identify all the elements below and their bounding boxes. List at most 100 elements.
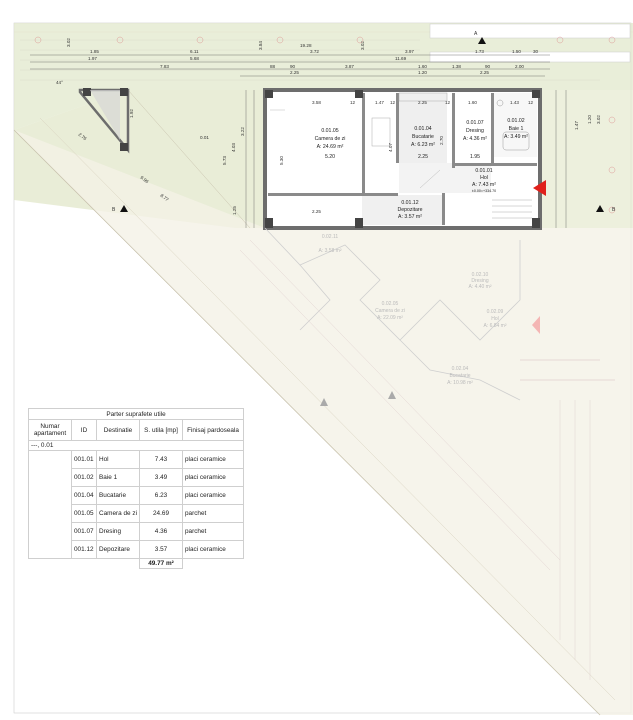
section-a-label: A bbox=[474, 31, 478, 37]
cell-finish: placi ceramice bbox=[182, 540, 244, 559]
ghost-name-3: Camera de zi bbox=[375, 308, 405, 314]
grid-markers bbox=[34, 36, 616, 214]
dim-138: 1.38 bbox=[452, 64, 461, 69]
section-b-left-icon bbox=[120, 205, 128, 212]
surface-table: Parter suprafete utile Numar apartament … bbox=[28, 408, 244, 569]
ghost-area-5: A: 10.98 m² bbox=[447, 380, 473, 386]
ghost-floor bbox=[264, 227, 615, 401]
wall-hol-top bbox=[452, 163, 537, 166]
ghost-id-4: 0.02.09 bbox=[487, 309, 504, 315]
cell-area: 24.69 bbox=[139, 504, 183, 523]
cell-id: 001.12 bbox=[71, 540, 97, 559]
room-name-kitchen: Bucatarie bbox=[412, 134, 434, 140]
section-b-left-label: B bbox=[112, 207, 116, 213]
dim-387: 3.87 bbox=[345, 64, 354, 69]
room-area-depo: A: 3.57 m² bbox=[398, 214, 422, 220]
room-labels: 0.01.05 Camera de zi A: 24.69 m² 5.20 0.… bbox=[315, 118, 529, 220]
dim-302b: 3.02 bbox=[360, 41, 365, 50]
column-1 bbox=[265, 90, 273, 98]
header-finish: Finisaj pardoseala bbox=[182, 419, 244, 441]
ghost-room-labels: 0.02.11 A: 3.58 m² 0.02.10 Dresing A: 4.… bbox=[318, 234, 506, 386]
dim-877: 8.77 bbox=[159, 193, 169, 203]
dim-1169: 11.69 bbox=[395, 56, 407, 61]
cell-finish: parchet bbox=[182, 504, 244, 523]
area-table: Parter suprafete utile Numar apartament … bbox=[28, 408, 244, 569]
wall-dresing-baie bbox=[491, 93, 494, 163]
section-a-icon bbox=[478, 37, 486, 44]
dim-88: 88 bbox=[270, 64, 276, 69]
ghost-dimension-lines bbox=[239, 239, 591, 680]
ghost-name-4: Hol bbox=[491, 316, 499, 322]
dim-384: 3.84 bbox=[258, 41, 263, 50]
room-area-living: A: 24.69 m² bbox=[317, 144, 344, 150]
column-6 bbox=[532, 218, 540, 228]
header-area: S. utila [mp] bbox=[139, 419, 183, 441]
floor-living bbox=[268, 93, 362, 193]
cell-area: 6.23 bbox=[139, 486, 183, 505]
ghost-area-3: A: 22.09 m² bbox=[377, 315, 403, 321]
cell-dest: Depozitare bbox=[96, 540, 140, 559]
table-row: 001.12 Depozitare 3.57 placi ceramice bbox=[29, 540, 244, 559]
top-box-1 bbox=[429, 23, 631, 39]
column-4 bbox=[265, 218, 273, 228]
table-row: 001.01 Hol 7.43 placi ceramice bbox=[28, 450, 244, 559]
cell-finish: placi ceramice bbox=[182, 450, 244, 469]
dim-12a: 12 bbox=[350, 100, 356, 105]
door-swing-1 bbox=[419, 169, 441, 189]
floor-depozitare bbox=[362, 195, 442, 225]
apartment-label: ---, 0.01 bbox=[28, 440, 244, 451]
table-title: Parter suprafete utile bbox=[28, 408, 244, 420]
left-column-2 bbox=[120, 88, 128, 96]
dim-173: 1.73 bbox=[475, 49, 484, 54]
cell-finish: placi ceramice bbox=[182, 468, 244, 487]
cell-area: 3.57 bbox=[139, 540, 183, 559]
dim-568: 5.68 bbox=[190, 56, 199, 61]
cell-finish: parchet bbox=[182, 522, 244, 541]
room-id-baie: 0.01.02 bbox=[507, 118, 524, 124]
room-width-living: 5.20 bbox=[325, 154, 335, 160]
dim-160i: 1.60 bbox=[468, 100, 477, 105]
dim-1928: 19.28 bbox=[300, 43, 312, 48]
room-name-dresing: Dresing bbox=[466, 128, 484, 134]
room-name-hol: Hol bbox=[480, 175, 488, 181]
dimension-lines bbox=[30, 54, 567, 228]
floor-hol bbox=[399, 163, 491, 193]
section-b-right-icon bbox=[596, 205, 604, 212]
floor-baie bbox=[494, 93, 537, 157]
floor-dresing bbox=[456, 93, 491, 163]
header-apartment: Numar apartament bbox=[28, 419, 72, 441]
room-width-kitchen: 2.25 bbox=[418, 154, 428, 160]
apartment-cell bbox=[28, 450, 72, 559]
terrace-hatch bbox=[20, 39, 600, 81]
ghost-name-2: Dresing bbox=[471, 278, 488, 284]
entrance-arrow-icon bbox=[533, 180, 546, 196]
room-id-dresing: 0.01.07 bbox=[466, 120, 483, 126]
cell-area: 4.36 bbox=[139, 522, 183, 541]
wall-kitchen-left bbox=[396, 93, 399, 163]
table-row: 001.02 Baie 1 3.49 placi ceramice bbox=[29, 468, 244, 487]
ghost-area-2: A: 4.40 m² bbox=[468, 284, 491, 290]
room-name-baie: Baie 1 bbox=[509, 126, 524, 132]
dim-322: 3.22 bbox=[240, 127, 245, 136]
north-arrow-icon-2 bbox=[388, 391, 396, 399]
column-2 bbox=[355, 90, 363, 98]
furniture-wc bbox=[496, 99, 504, 107]
dim-611: 6.11 bbox=[190, 49, 199, 54]
right-terrace bbox=[540, 90, 633, 228]
wall-depo-right bbox=[442, 193, 445, 225]
apartment-walls bbox=[263, 88, 542, 230]
room-id-kitchen: 0.01.04 bbox=[414, 126, 431, 132]
wall-living-kitchen bbox=[362, 93, 365, 193]
room-name-depo: Depozitare bbox=[397, 207, 422, 213]
section-b-right-label: B bbox=[612, 207, 616, 213]
cell-id: 001.05 bbox=[71, 504, 97, 523]
ghost-id-2: 0.02.10 bbox=[472, 272, 489, 278]
left-column-3 bbox=[120, 143, 128, 151]
column-5 bbox=[355, 218, 363, 228]
cell-finish: placi ceramice bbox=[182, 486, 244, 505]
cell-dest: Bucatarie bbox=[96, 486, 140, 505]
cell-dest: Dresing bbox=[96, 522, 140, 541]
dim-150: 1.50 bbox=[512, 49, 521, 54]
inner-dimensions: 3.58 1.47 2.25 1.60 1.43 12 12 12 12 2.2… bbox=[312, 100, 534, 214]
cell-dest: Hol bbox=[96, 450, 140, 469]
